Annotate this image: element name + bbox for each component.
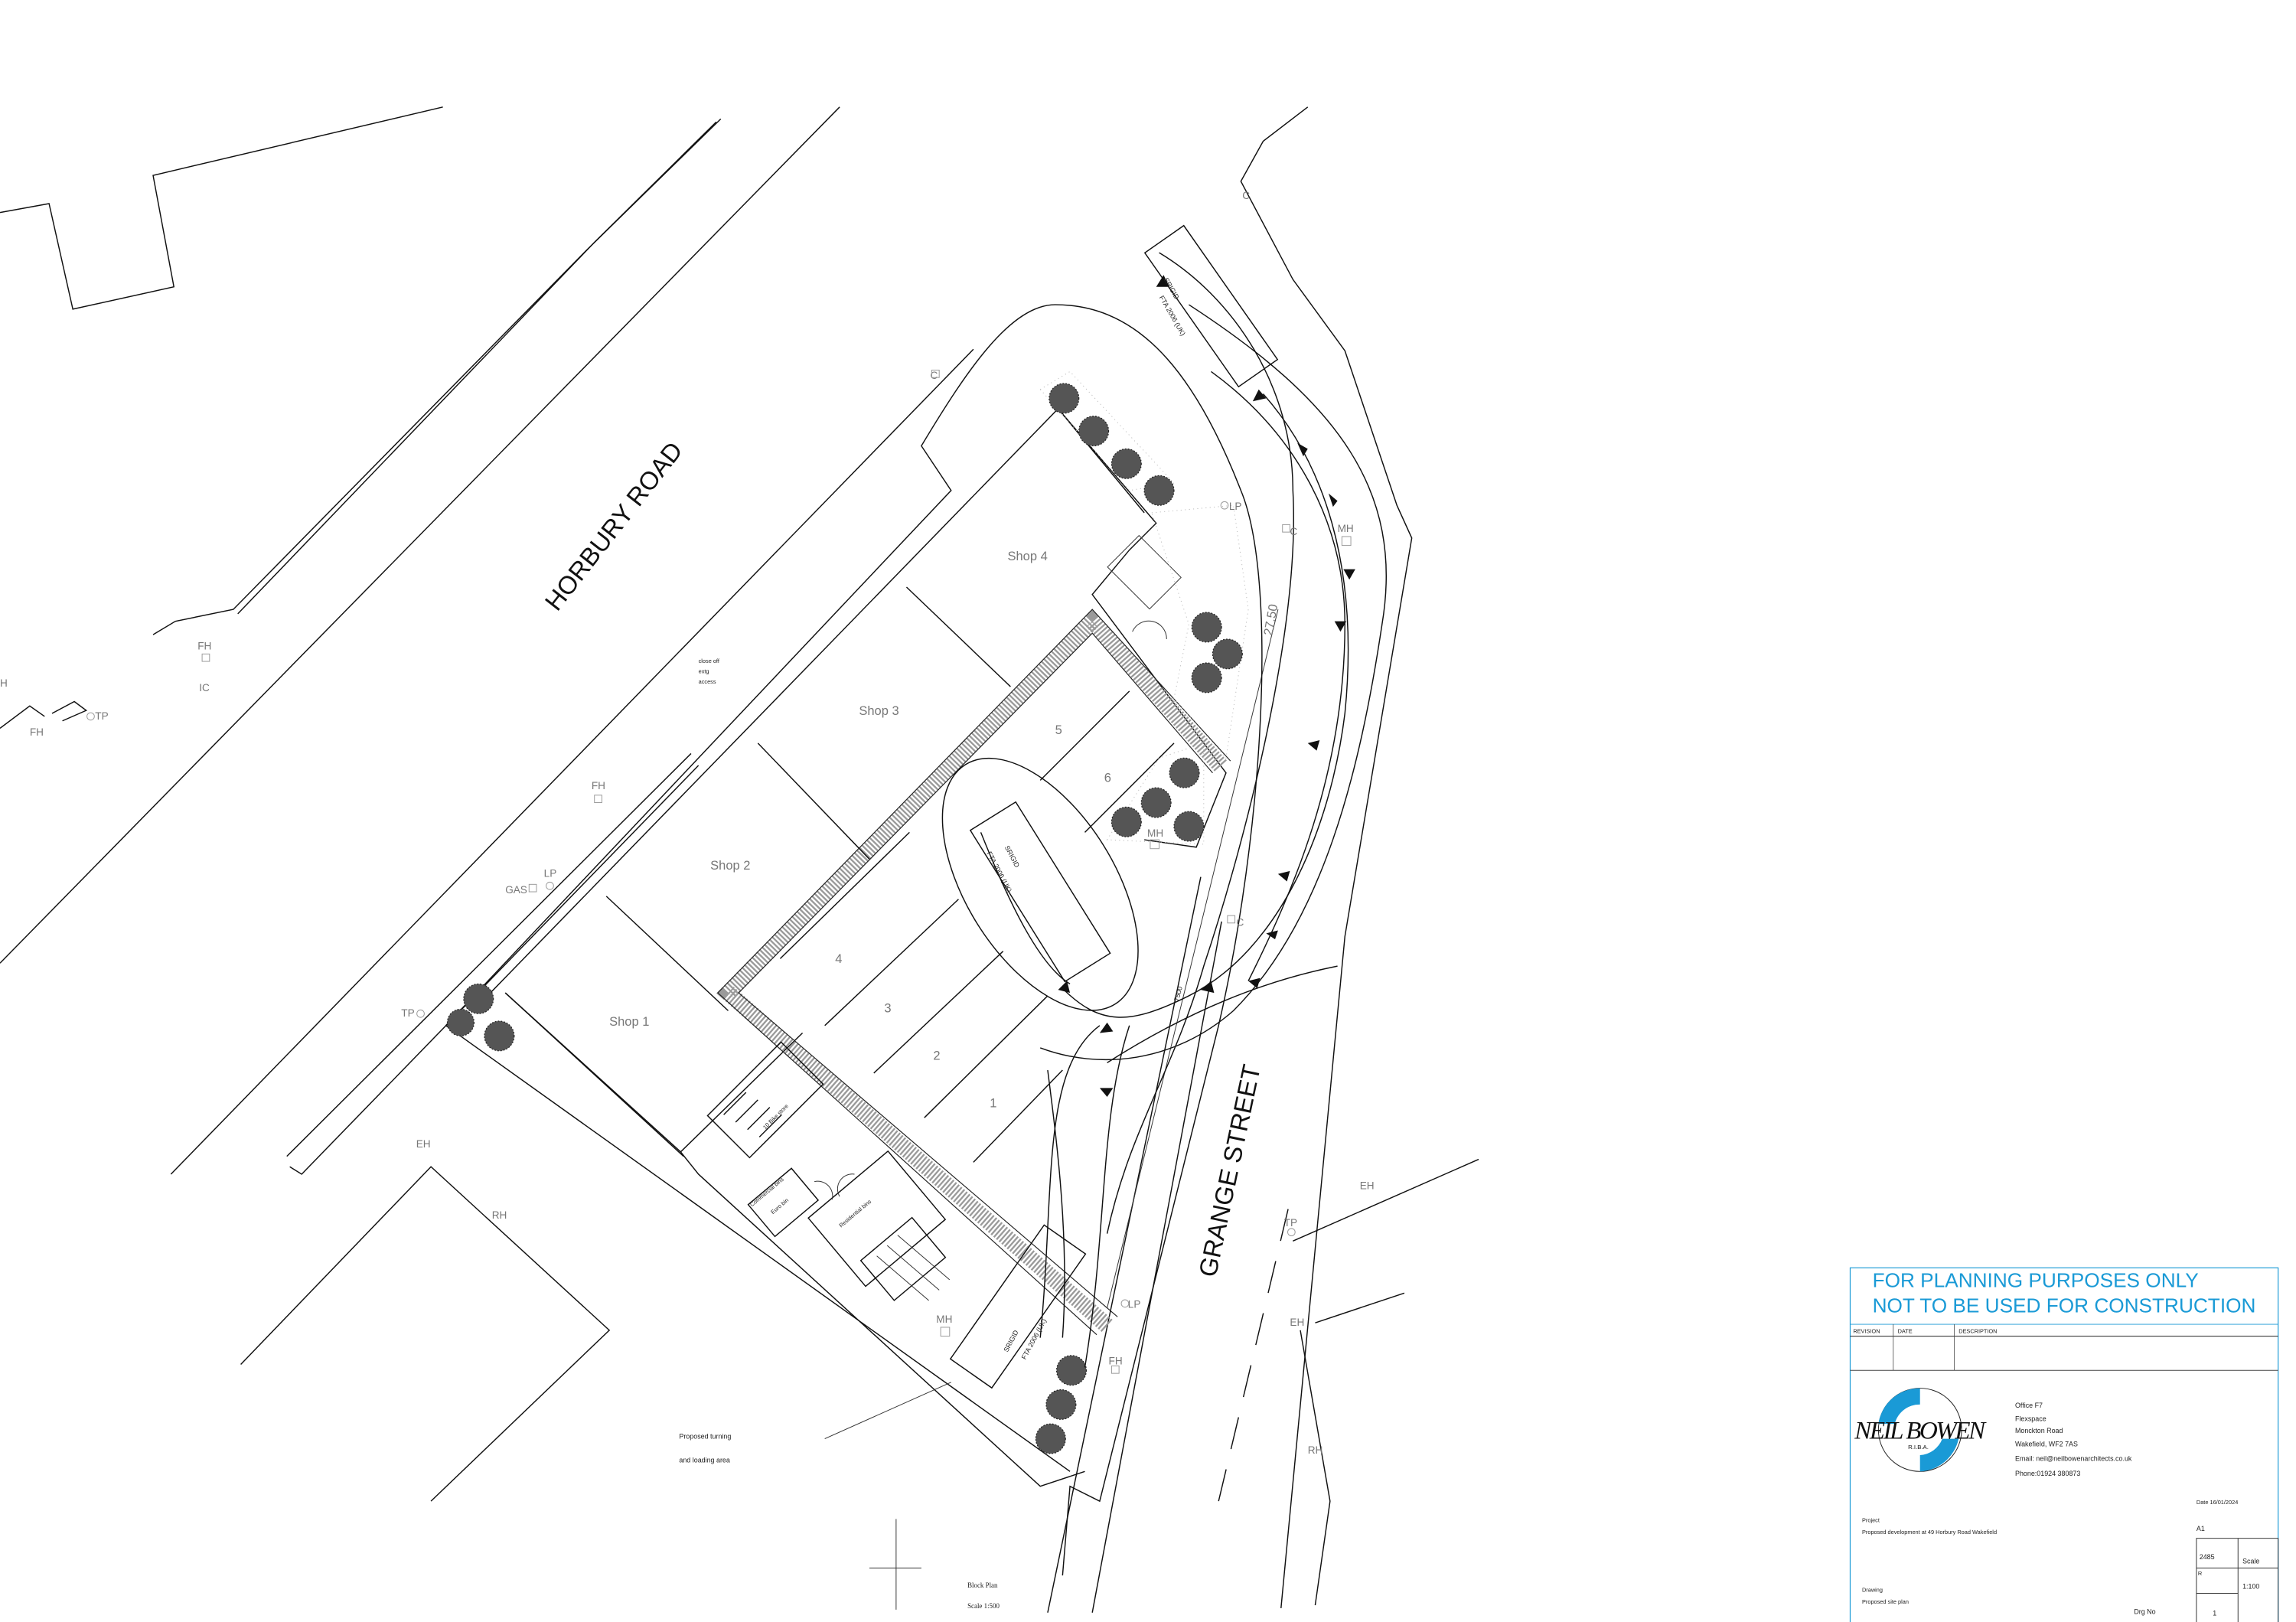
annotation-label: FH [1109, 1355, 1123, 1366]
dimension-7500: 7500 [1172, 985, 1184, 1002]
annotation-label: GAS [505, 884, 527, 896]
annotation-label: C [1237, 917, 1244, 928]
residential-bins-label: Residential bins [838, 1198, 873, 1229]
annotation-label: NEIL BOWEN [1854, 1418, 1987, 1445]
service-annotations: FH IC TP FH LP GAS TP EH RH LP C MH MH C… [0, 190, 1375, 1456]
drawing-label: Drawing [1862, 1587, 1883, 1594]
annotation-label: FH [30, 726, 44, 738]
annotation-label: C [1290, 526, 1297, 537]
annotation-label: MH [1147, 827, 1163, 839]
annotation-label: Phone:01924 380873 [2015, 1470, 2080, 1477]
annotation-label: H [0, 677, 8, 689]
turning-area-note: Proposed turning [679, 1433, 731, 1441]
horbury-road-label: HORBURY ROAD [540, 436, 688, 615]
revision-header: REVISION [1853, 1328, 1880, 1335]
landscaping [1039, 370, 1249, 845]
planning-warning-line1: FOR PLANNING PURPOSES ONLY [1873, 1269, 2199, 1292]
annotation-label: TP [401, 1007, 414, 1019]
shop-3-label: Shop 3 [859, 704, 899, 718]
context-lines [0, 106, 1479, 1613]
annotation-label: RH [1308, 1444, 1323, 1456]
vehicle-srigid-top: SRIGID FTA 2006 (UK) [1143, 224, 1279, 388]
block-plan-scale: Scale 1:500 [967, 1602, 1000, 1610]
drawing-number: 1 [2213, 1610, 2216, 1617]
parking-bays: 1 2 3 4 5 6 [779, 690, 1175, 1163]
architect-logo: NEIL BOWEN R.I.B.A. [1854, 1388, 1987, 1472]
turning-area-note: and loading area [679, 1457, 730, 1464]
annotation-label: C [1242, 190, 1250, 201]
bike-store-label: 10 Bike store [762, 1102, 790, 1131]
annotation-label: MH [1338, 523, 1354, 534]
shop-units: Shop 1 Shop 2 Shop 3 Shop 4 [504, 408, 1182, 1157]
annotation-label: LP [1229, 501, 1242, 512]
vehicle-name: SRIGID [1003, 844, 1022, 869]
bay-2: 2 [933, 1049, 940, 1062]
grange-street-label: GRANGE STREET [1193, 1062, 1266, 1279]
annotation-label: FH [197, 641, 211, 652]
annotation-label: Wakefield, WF2 7AS [2015, 1440, 2078, 1447]
annotation-label: EH [1290, 1317, 1304, 1328]
annotation-label: Flexspace [2015, 1415, 2047, 1422]
annotation-label: FH [592, 780, 605, 791]
swept-paths [941, 252, 1388, 1368]
bay-6: 6 [1104, 771, 1111, 785]
annotation-label: LP [1128, 1299, 1141, 1310]
shop-1-label: Shop 1 [609, 1015, 649, 1029]
project-label: Project [1862, 1516, 1880, 1523]
date-header: DATE [1898, 1328, 1913, 1335]
annotation-label: R.I.B.A. [1908, 1444, 1929, 1451]
annotation-label: MH [936, 1314, 952, 1325]
annotation-label: TP [95, 710, 108, 722]
architect-address: Office F7 Flexspace Monckton Road Wakefi… [2015, 1402, 2132, 1477]
site-boundary [445, 304, 1263, 1576]
description-header: DESCRIPTION [1958, 1328, 1997, 1335]
annotation-label: C [931, 370, 938, 381]
annotation-label: LP [544, 868, 557, 880]
vehicle-name: SRIGID [1002, 1329, 1020, 1353]
vehicle-spec: FTA 2006 (UK) [1158, 294, 1187, 337]
bay-1: 1 [990, 1097, 996, 1111]
euro-bin-label: Euro bin [769, 1196, 790, 1216]
planning-warning-line2: NOT TO BE USED FOR CONSTRUCTION [1873, 1294, 2256, 1317]
scale-label: Scale [2242, 1558, 2259, 1565]
close-off-note: close off [699, 658, 720, 664]
hatched-courtyard [716, 609, 1231, 1336]
bay-5: 5 [1055, 723, 1062, 737]
close-off-note: access [699, 678, 716, 685]
annotation-label: Office F7 [2015, 1402, 2043, 1409]
bay-3: 3 [884, 1001, 891, 1015]
vehicle-spec: FTA 2006 (UK) [1020, 1317, 1048, 1361]
drawing-date: Date 16/01/2024 [2197, 1499, 2238, 1506]
drawing-number-label: Drg No [2134, 1608, 2155, 1616]
annotation-label: EH [416, 1138, 431, 1150]
annotation-label: Monckton Road [2015, 1427, 2063, 1434]
bay-4: 4 [835, 952, 842, 966]
annotation-label: TP [1284, 1217, 1297, 1229]
drawing-scale: 1:100 [2242, 1583, 2259, 1591]
annotation-label: Email: neil@neilbowenarchitects.co.uk [2015, 1455, 2132, 1463]
trees [446, 383, 1243, 1454]
revision-label: R [2198, 1570, 2202, 1577]
shop-2-label: Shop 2 [710, 859, 750, 873]
project-title: Proposed development at 49 Horbury Road … [1862, 1529, 1997, 1536]
drawing-title: Proposed site plan [1862, 1598, 1909, 1605]
dimension-27-50: 27.50 [1261, 603, 1280, 637]
block-plan-title: Block Plan [967, 1581, 998, 1589]
annotation-label: EH [1360, 1180, 1375, 1191]
close-off-note: extg [699, 668, 709, 675]
shop-4-label: Shop 4 [1008, 550, 1048, 563]
annotation-label: IC [199, 682, 210, 694]
annotation-label: RH [492, 1209, 507, 1221]
sheet-size: A1 [2197, 1525, 2205, 1532]
vehicle-srigid-middle: SRIGID FTA 2006 (UK) [969, 801, 1111, 983]
title-block: FOR PLANNING PURPOSES ONLY NOT TO BE USE… [1849, 1267, 2279, 1622]
stores: 10 Bike store Commercial bins Residentia… [706, 1041, 951, 1301]
job-number: 2485 [2200, 1553, 2215, 1561]
